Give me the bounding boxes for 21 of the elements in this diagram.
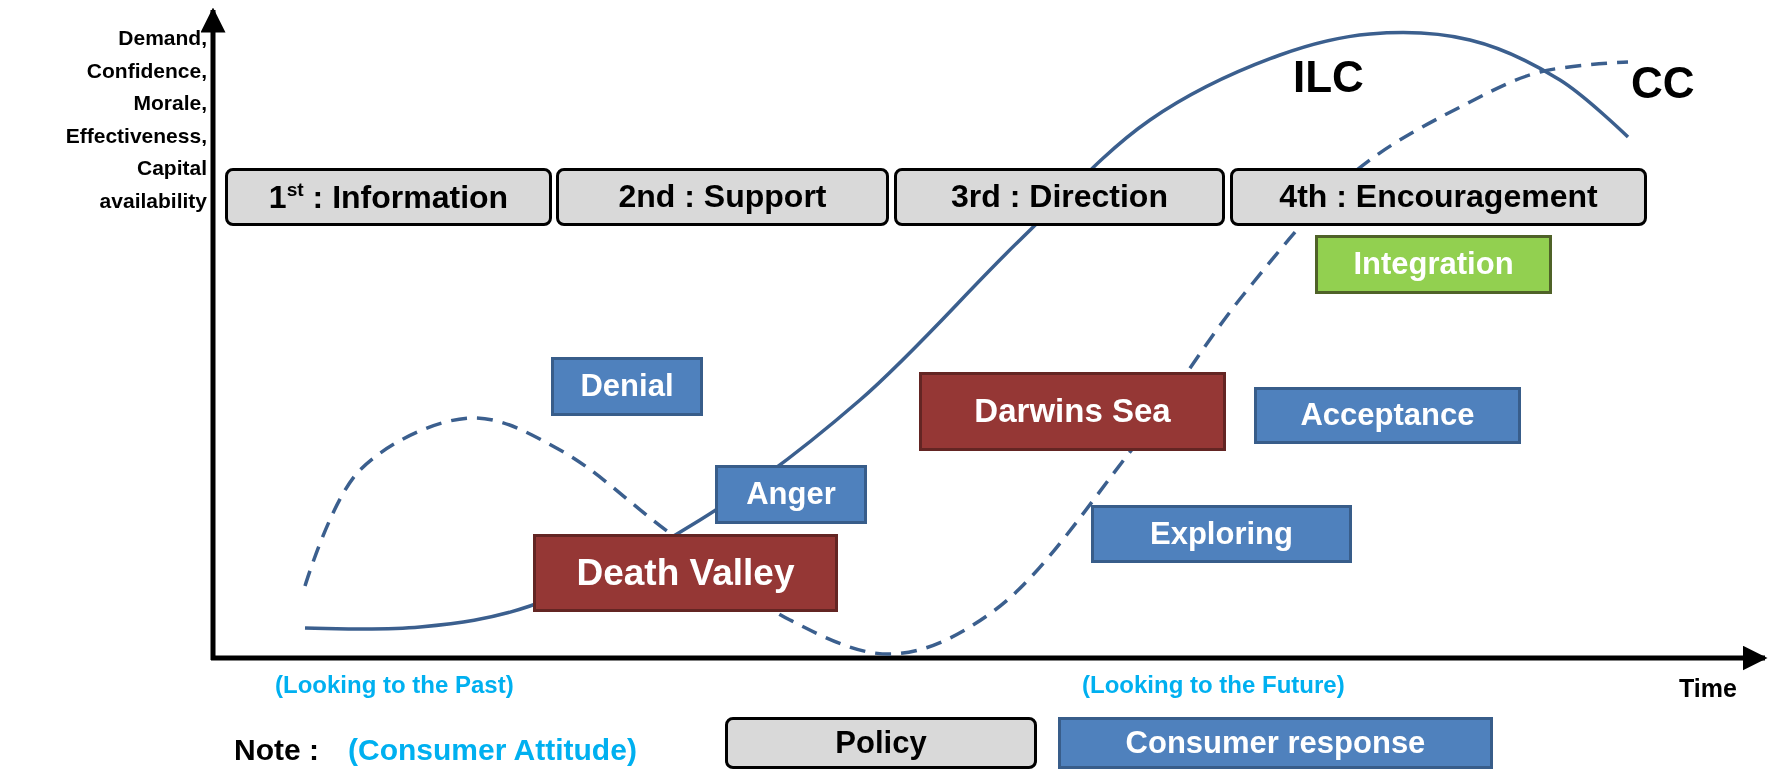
attitude-legend-label: (Consumer Attitude) — [348, 733, 637, 767]
policy-phase-box: 4th : Encouragement — [1230, 168, 1647, 226]
policy-phase-box: 2nd : Support — [556, 168, 889, 226]
response-box: Denial — [551, 357, 703, 416]
response-box: Anger — [715, 465, 867, 524]
note-label: Note : — [234, 733, 319, 767]
y-axis-label: Demand, Confidence, Morale, Effectiveness, Capital availability — [64, 25, 207, 214]
curve-label: CC — [1631, 58, 1695, 108]
gap-box: Darwins Sea — [919, 372, 1226, 451]
attitude-label: (Looking to the Future) — [1082, 671, 1345, 699]
attitude-label: (Looking to the Past) — [275, 671, 514, 699]
legend-swatch: Policy — [725, 717, 1037, 769]
gap-box: Death Valley — [533, 534, 838, 612]
response-box: Acceptance — [1254, 387, 1521, 444]
axis-label: Time — [1679, 674, 1737, 703]
curve-label: ILC — [1293, 52, 1364, 102]
integration-box: Integration — [1315, 235, 1552, 294]
policy-phase-box: 1$^{st}$ : Information — [225, 168, 552, 226]
legend-swatch: Consumer response — [1058, 717, 1493, 769]
response-box: Exploring — [1091, 505, 1352, 563]
policy-phase-box: 3rd : Direction — [894, 168, 1225, 226]
